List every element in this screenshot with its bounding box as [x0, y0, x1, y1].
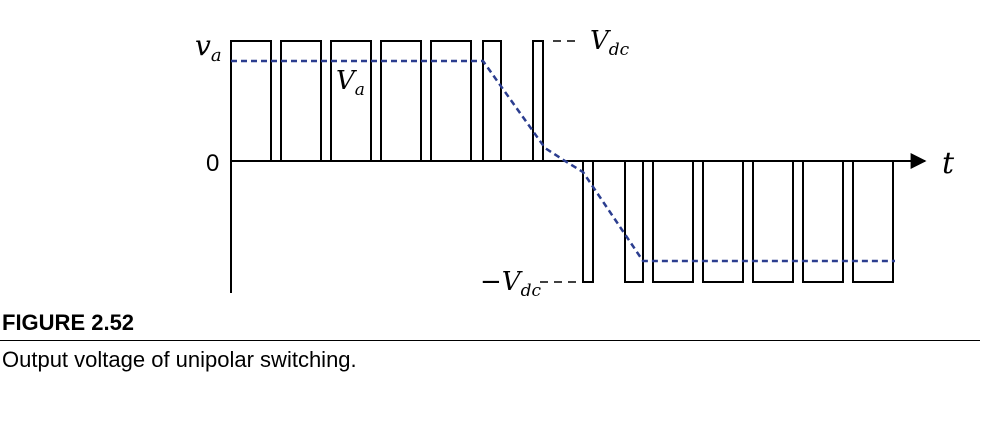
figure-number: FIGURE 2.52 [2, 310, 135, 335]
positive-pulse [230, 40, 272, 161]
caption-divider [0, 340, 980, 341]
negative-pulse [652, 161, 694, 283]
negative-pulse [624, 161, 644, 283]
positive-pulse [430, 40, 472, 161]
axis-x-label: t [942, 146, 955, 181]
negative-pulse [752, 161, 794, 283]
positive-pulse-train [230, 40, 544, 161]
axis-y-label: va [195, 29, 222, 66]
origin-label: 0 [206, 150, 219, 177]
average-voltage-curve [231, 59, 895, 263]
neg-vdc-label: −Vdc [480, 267, 541, 301]
positive-pulse [482, 40, 502, 161]
negative-pulse [582, 161, 594, 283]
positive-pulse [532, 40, 544, 161]
positive-pulse [380, 40, 422, 161]
positive-pulse [280, 40, 322, 161]
figure-caption: FIGURE 2.52 Output voltage of unipolar s… [0, 310, 993, 373]
caption-text: Output voltage of unipolar switching. [2, 347, 357, 372]
negative-pulse [702, 161, 744, 283]
negative-pulse-train [582, 161, 894, 283]
vdc-label: Vdc [590, 26, 630, 60]
average-voltage-label: Va [336, 66, 365, 100]
positive-pulse [330, 40, 372, 161]
negative-pulse [852, 161, 894, 283]
unipolar-switching-diagram: va 0 t Vdc −Vdc Va [195, 26, 955, 301]
negative-pulse [802, 161, 844, 283]
